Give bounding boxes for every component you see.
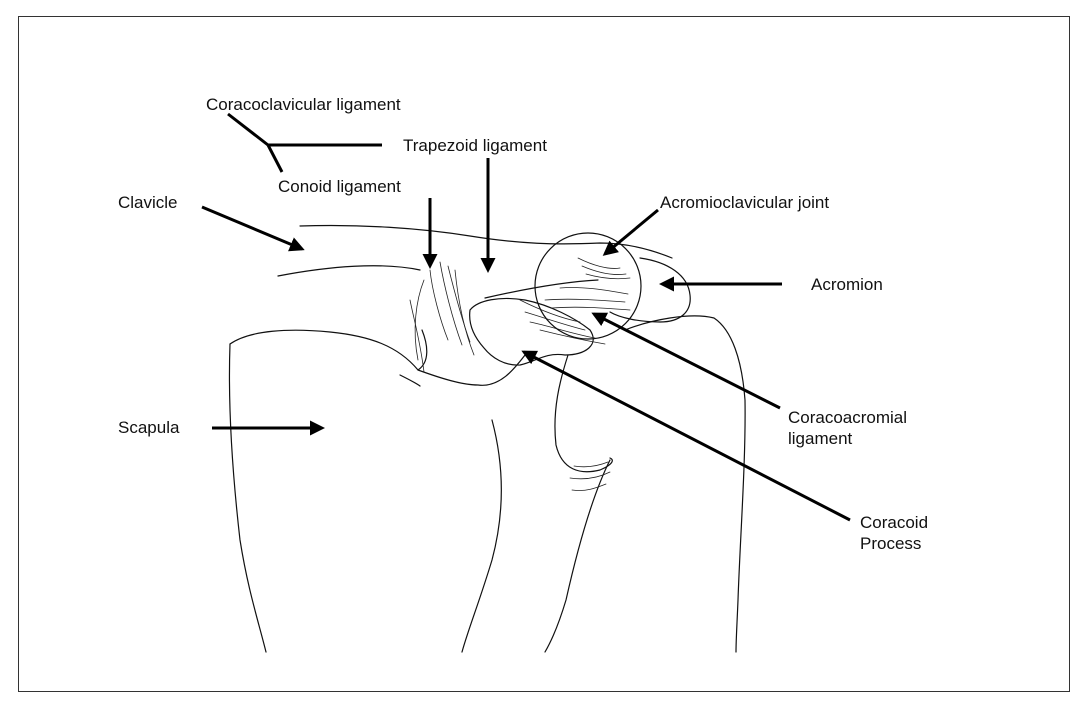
acromion-label: Acromion — [811, 274, 883, 295]
coracoacromial-ligament-label: Coracoacromial ligament — [788, 407, 907, 449]
coracoacromial-label-line1: Coracoacromial — [788, 407, 907, 428]
acromioclavicular-joint-label: Acromioclavicular joint — [660, 192, 829, 213]
trapezoid-ligament-label: Trapezoid ligament — [403, 135, 547, 156]
coracoclavicular-bracket — [228, 114, 382, 172]
ligament-strands — [410, 258, 630, 491]
coracoclavicular-ligament-label: Coracoclavicular ligament — [206, 94, 401, 115]
conoid-ligament-label: Conoid ligament — [278, 176, 401, 197]
scapula-outline — [229, 316, 745, 652]
coracoid-process-label: Coracoid Process — [860, 512, 928, 554]
acromioclavicular-joint-circle — [535, 233, 641, 339]
coracoid-label-line2: Process — [860, 533, 928, 554]
coracoacromial-arrow — [594, 314, 780, 408]
coracoacromial-label-line2: ligament — [788, 428, 907, 449]
clavicle-label: Clavicle — [118, 192, 178, 213]
clavicle-arrow — [202, 207, 302, 249]
coracoid-label-line1: Coracoid — [860, 512, 928, 533]
acromioclavicular-arrow — [605, 210, 658, 254]
scapula-label: Scapula — [118, 417, 179, 438]
acromion-outline — [610, 258, 690, 322]
